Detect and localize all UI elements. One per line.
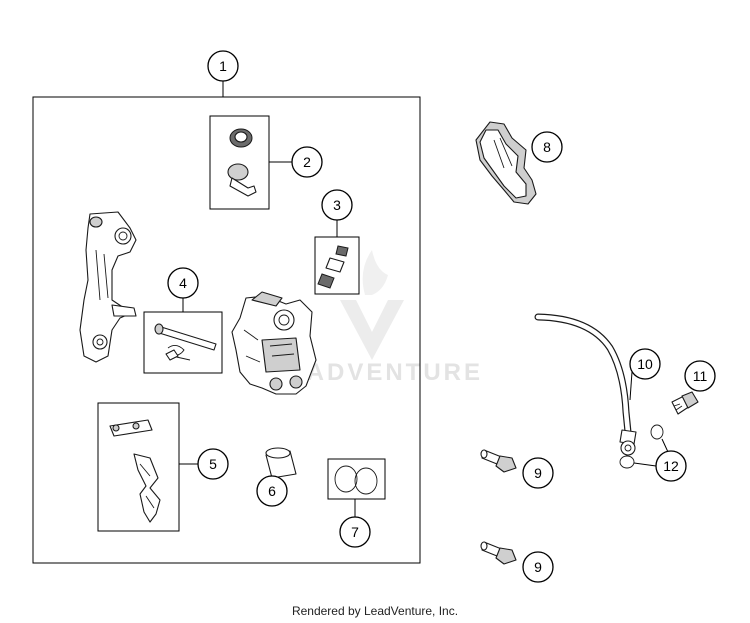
box-5: [97, 402, 180, 532]
callout-2-label: 2: [303, 154, 311, 170]
callout-11[interactable]: 11: [684, 360, 716, 392]
banjo-bolt: [671, 391, 699, 415]
callout-3[interactable]: 3: [321, 189, 353, 237]
brake-line: [534, 313, 637, 456]
callout-12-label: 12: [663, 458, 679, 474]
bushing-part: [265, 447, 297, 479]
callout-7-label: 7: [351, 524, 359, 540]
caliper-bracket: [79, 211, 137, 363]
caliper-body: [231, 291, 317, 395]
callout-8[interactable]: 8: [531, 131, 563, 163]
callout-9-lower[interactable]: 9: [522, 551, 554, 583]
seal-rings: [334, 465, 378, 495]
callout-10-label: 10: [637, 356, 653, 372]
callout-10[interactable]: 10: [629, 348, 661, 401]
callout-9-upper-label: 9: [534, 465, 542, 481]
callout-1-label: 1: [219, 58, 227, 74]
callout-5-label: 5: [209, 456, 217, 472]
callout-7[interactable]: 7: [339, 499, 371, 548]
callout-11-label: 11: [693, 368, 708, 384]
callout-12[interactable]: 12: [633, 438, 687, 482]
watermark-logo-icon: [340, 300, 404, 360]
brake-caliper-assembly-box: [32, 96, 421, 564]
bleeder-parts: [227, 128, 257, 197]
callout-3-label: 3: [333, 197, 341, 213]
footer-credit: Rendered by LeadVenture, Inc.: [291, 604, 459, 618]
caliper-bolt-upper: [480, 449, 517, 473]
copper-washers: [619, 424, 664, 469]
callout-6[interactable]: 6: [256, 475, 288, 507]
callout-4-label: 4: [179, 275, 187, 291]
callout-8-label: 8: [543, 139, 551, 155]
callout-6-label: 6: [268, 483, 276, 499]
callout-9-upper[interactable]: 9: [522, 457, 554, 489]
callout-9-lower-label: 9: [534, 559, 542, 575]
callout-1[interactable]: 1: [207, 50, 239, 97]
watermark-flame-icon: [362, 250, 388, 295]
box-7: [327, 458, 386, 500]
callout-4[interactable]: 4: [167, 267, 199, 312]
bleeder-screw-parts: [317, 245, 349, 289]
caliper-bolt-lower: [480, 541, 517, 565]
pad-pin-parts: [154, 323, 217, 361]
brake-pads: [475, 121, 537, 205]
callout-5[interactable]: 5: [179, 448, 229, 480]
pad-spring-parts: [109, 419, 161, 523]
callout-2[interactable]: 2: [269, 146, 323, 178]
